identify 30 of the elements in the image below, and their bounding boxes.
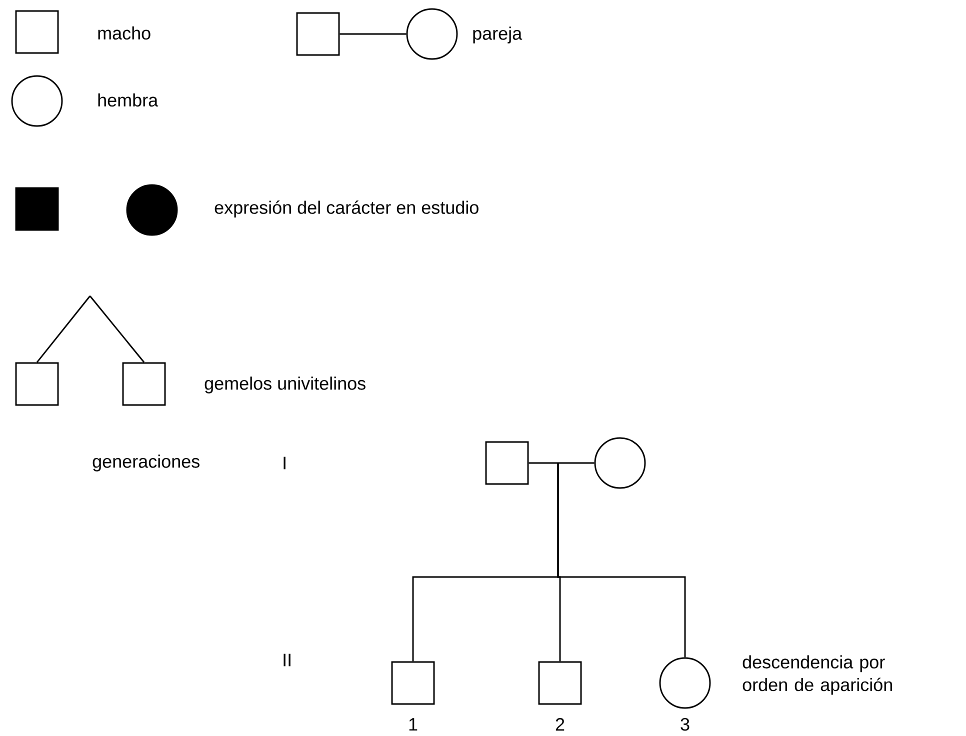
child-number: 1 xyxy=(409,718,418,731)
legend-label: gemelos univitelinos xyxy=(204,376,366,394)
square-symbol xyxy=(122,362,166,406)
twin-line xyxy=(36,296,91,363)
child-number: 3 xyxy=(680,718,690,731)
mating-line xyxy=(340,33,406,35)
circle-symbol xyxy=(126,184,178,236)
descent-line xyxy=(557,463,686,658)
circle-symbol xyxy=(659,657,711,709)
generation-numeral: I xyxy=(284,456,286,470)
twin-line xyxy=(89,296,145,363)
square-symbol xyxy=(538,661,582,705)
legend-label: expresión del carácter en estudio xyxy=(214,200,478,218)
square-symbol xyxy=(15,362,59,406)
square-symbol xyxy=(296,12,340,56)
mating-line xyxy=(528,462,594,464)
circle-symbol xyxy=(406,8,458,60)
legend-label: hembra xyxy=(98,93,158,107)
circle-symbol xyxy=(594,437,646,489)
circle-symbol xyxy=(11,75,63,127)
label-text: descendencia por orden de aparición xyxy=(742,655,892,695)
square-symbol xyxy=(485,441,529,485)
square-symbol xyxy=(15,187,59,231)
generation-numeral: II xyxy=(284,654,290,666)
legend-label: pareja xyxy=(473,26,522,44)
child-number: 2 xyxy=(556,718,564,731)
square-symbol xyxy=(15,10,59,54)
square-symbol xyxy=(391,661,435,705)
label-text: generaciones xyxy=(92,454,200,472)
legend-label: macho xyxy=(98,26,150,40)
